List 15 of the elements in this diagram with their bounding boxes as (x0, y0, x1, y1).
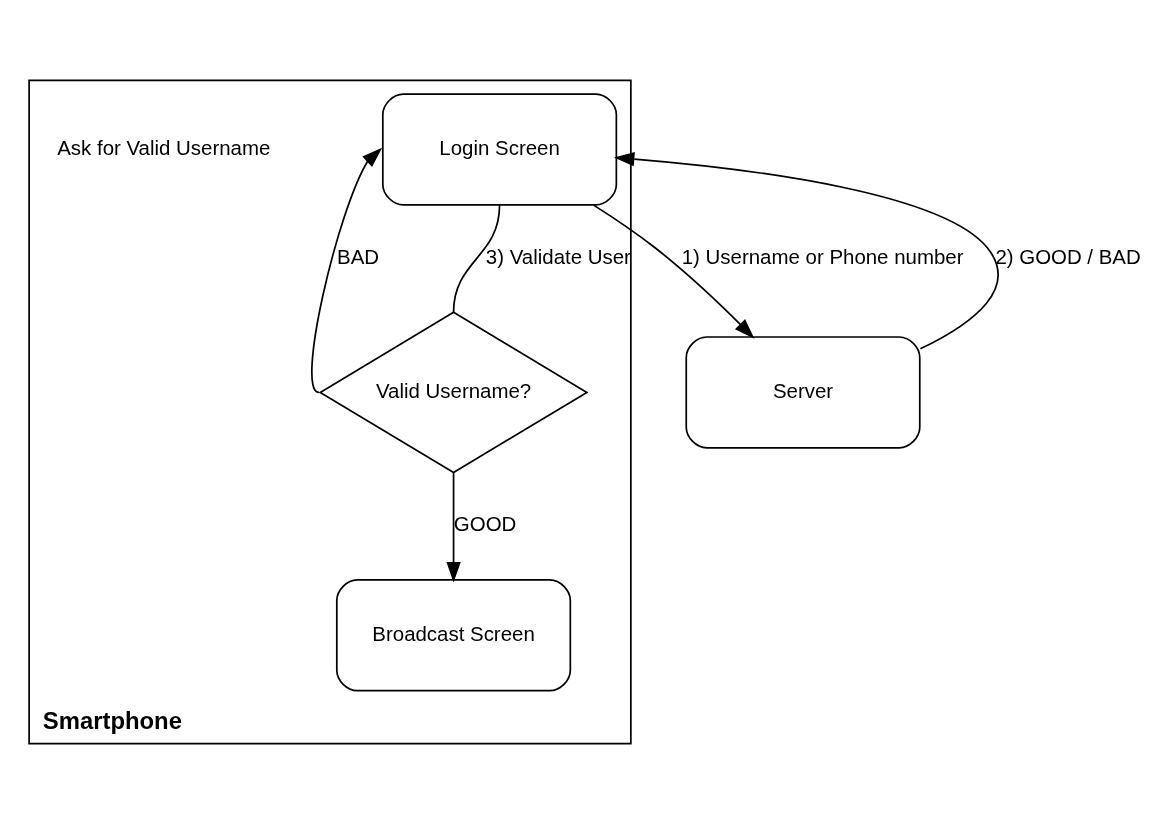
node-box: Login Screen (381, 93, 618, 206)
node-box: Server (685, 336, 921, 449)
arrow (613, 151, 999, 350)
edge-label: BAD (337, 244, 380, 268)
node-diamond: Valid Username? (318, 311, 589, 474)
edge-label: GOOD (453, 512, 517, 536)
arrow (592, 204, 755, 339)
edge-label: 3) Validate User (485, 244, 631, 268)
arrow (446, 471, 461, 583)
node-box: Broadcast Screen (335, 579, 572, 692)
label: Ask for Valid Username (57, 135, 271, 159)
edge-label: 1) Username or Phone number (681, 244, 964, 268)
connector (452, 204, 501, 314)
arrow (311, 147, 383, 394)
edge-label: 2) GOOD / BAD (995, 244, 1141, 268)
